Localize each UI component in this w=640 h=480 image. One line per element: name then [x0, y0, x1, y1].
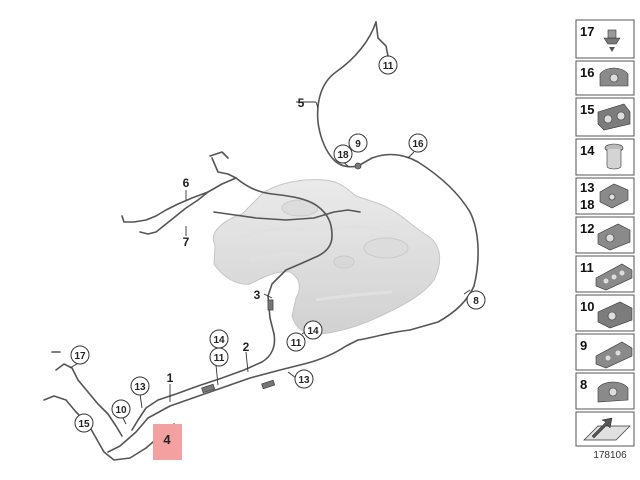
svg-text:9: 9 — [580, 338, 587, 353]
callout-13-left[interactable]: 13 — [134, 382, 146, 393]
document-number: 178106 — [593, 450, 627, 461]
push-clip-icon — [603, 29, 621, 52]
legend-item-10[interactable]: 10 — [575, 294, 635, 332]
fuel-tank — [212, 179, 441, 335]
hose-clip-8-icon — [597, 381, 629, 403]
callout-10[interactable]: 10 — [115, 405, 127, 416]
legend-item-15[interactable]: 15 — [575, 97, 635, 137]
callout-11-lower[interactable]: 11 — [214, 353, 225, 364]
svg-text:12: 12 — [580, 221, 594, 236]
legend-item-14[interactable]: 14 — [575, 138, 635, 176]
label-4[interactable]: 4 — [163, 432, 171, 447]
grommet-icon — [604, 143, 624, 170]
callout-14-right[interactable]: 14 — [307, 326, 319, 337]
svg-text:16: 16 — [580, 65, 594, 80]
hose-clip-10-icon — [597, 301, 633, 329]
callout-16[interactable]: 16 — [412, 139, 424, 150]
label-7[interactable]: 7 — [183, 235, 190, 249]
svg-text:10: 10 — [580, 299, 594, 314]
legend-item-17[interactable]: 17 — [575, 19, 635, 59]
fittings — [201, 162, 362, 394]
callout-14-lower[interactable]: 14 — [213, 335, 225, 346]
label-5[interactable]: 5 — [298, 96, 305, 110]
callout-13-right[interactable]: 13 — [298, 375, 310, 386]
hose-clip-12-icon — [597, 223, 631, 251]
callout-11-right[interactable]: 11 — [291, 338, 302, 349]
svg-text:15: 15 — [580, 102, 594, 117]
label-2[interactable]: 2 — [243, 340, 250, 354]
hose-clip-15-icon — [597, 103, 631, 131]
legend-item-gasket[interactable] — [575, 411, 635, 447]
svg-text:11: 11 — [580, 260, 594, 275]
legend-item-16[interactable]: 16 — [575, 60, 635, 96]
callout-circles — [70, 55, 486, 433]
label-3[interactable]: 3 — [254, 288, 261, 302]
callout-17[interactable]: 17 — [74, 351, 86, 362]
gasket-arrow-icon — [583, 417, 631, 441]
svg-text:18: 18 — [580, 197, 594, 212]
hose-clip-9-icon — [595, 341, 633, 369]
hose-clip-13-icon — [599, 183, 629, 209]
svg-text:17: 17 — [580, 24, 594, 39]
label-6[interactable]: 6 — [183, 176, 190, 190]
label-1[interactable]: 1 — [167, 371, 174, 385]
svg-text:14: 14 — [580, 143, 595, 158]
legend-item-9[interactable]: 9 — [575, 333, 635, 371]
legend-item-8[interactable]: 8 — [575, 372, 635, 410]
callout-15[interactable]: 15 — [78, 419, 90, 430]
legend-item-13-18[interactable]: 13 18 — [575, 177, 635, 215]
callout-8[interactable]: 8 — [473, 296, 479, 307]
highlight-part-4[interactable] — [153, 424, 182, 460]
svg-text:13: 13 — [580, 180, 594, 195]
callout-12[interactable]: 11 — [383, 61, 394, 72]
legend-item-12[interactable]: 12 — [575, 216, 635, 254]
parts-legend: 17 16 15 14 — [575, 19, 635, 447]
svg-text:8: 8 — [580, 377, 587, 392]
hose-clip-16-icon — [599, 67, 629, 87]
callout-9[interactable]: 9 — [355, 139, 361, 150]
hose-clip-11-icon — [595, 263, 633, 291]
callout-18[interactable]: 18 — [337, 150, 349, 161]
legend-item-11[interactable]: 11 — [575, 255, 635, 293]
